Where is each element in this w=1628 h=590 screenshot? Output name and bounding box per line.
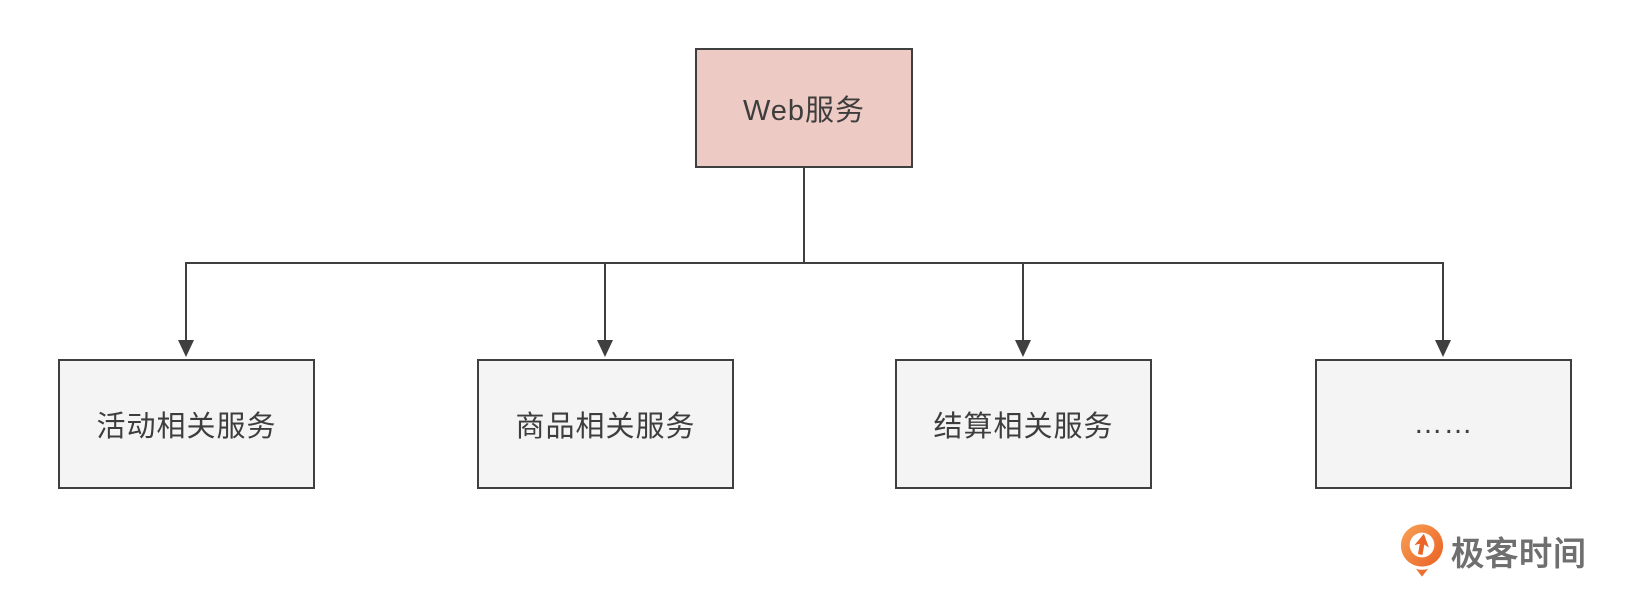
node-web-service-label: Web服务 — [742, 95, 866, 127]
node-product-services-label: 商品相关服务 — [515, 411, 696, 443]
geektime-logo: 极客时间 — [1400, 524, 1587, 578]
geektime-logo-icon — [1400, 524, 1444, 577]
connector-trunk-line — [803, 168, 805, 264]
node-activity-services-label: 活动相关服务 — [96, 411, 277, 443]
node-ellipsis-label: …… — [1413, 407, 1474, 440]
arrow-down-icon — [1015, 340, 1031, 357]
connector-branch-line — [1022, 263, 1024, 343]
node-product-services: 商品相关服务 — [477, 359, 734, 489]
geektime-logo-text: 极客时间 — [1451, 535, 1587, 572]
node-settlement-services: 结算相关服务 — [895, 359, 1152, 489]
connector-branch-line — [604, 263, 606, 343]
arrow-down-icon — [597, 340, 613, 357]
arrow-down-icon — [1435, 340, 1451, 357]
node-settlement-services-label: 结算相关服务 — [933, 411, 1114, 443]
node-activity-services: 活动相关服务 — [58, 359, 315, 489]
node-web-service: Web服务 — [695, 48, 913, 168]
arrow-down-icon — [178, 340, 194, 357]
connector-branch-line — [185, 263, 187, 343]
node-ellipsis: …… — [1315, 359, 1572, 489]
connector-branch-line — [1442, 263, 1444, 343]
connector-cross-line — [185, 262, 1444, 264]
